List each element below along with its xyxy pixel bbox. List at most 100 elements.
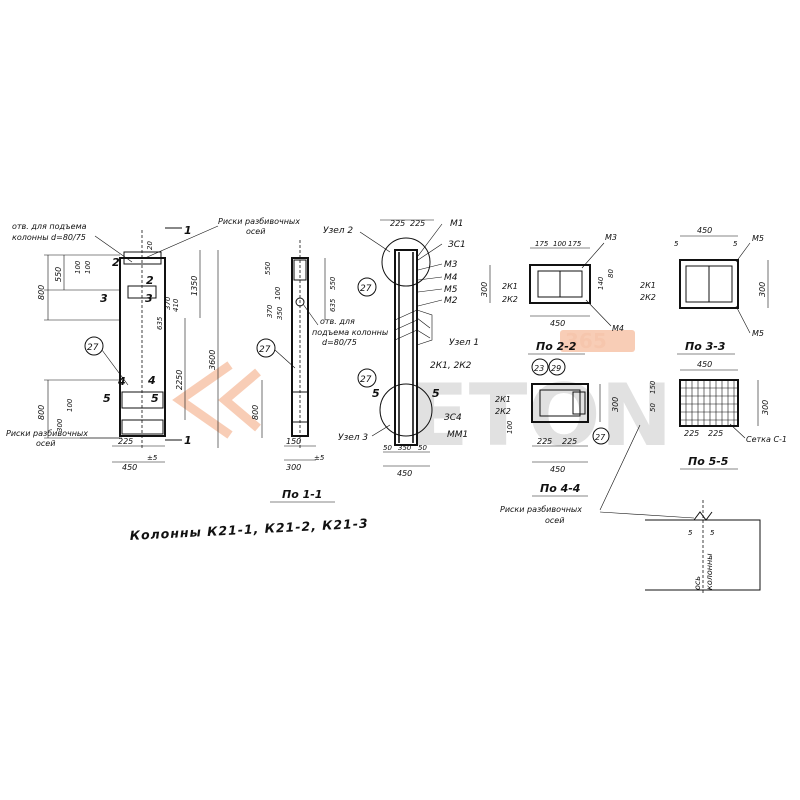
cut-label-5: 5 — [103, 392, 111, 405]
dim-450-s55: 450 — [697, 360, 712, 369]
dim-300-s22: 300 — [480, 282, 489, 297]
dim-800-bottom: 800 — [37, 405, 46, 420]
cut-5-left: 5 — [372, 387, 380, 400]
section-5-5: 450 300 150 50 225 225 Сетка С-1 По 5-5 — [649, 360, 787, 470]
mark-2k2-s44: 2К2 — [495, 407, 511, 416]
watermark-logo-inner — [218, 368, 261, 432]
dim-410: 410 — [172, 298, 180, 312]
dim-370-side: 370 — [266, 304, 274, 318]
ties — [394, 309, 418, 341]
watermark-number: 365 — [565, 329, 607, 353]
dim-225-s44: 225 — [537, 437, 552, 446]
section-5-5-outline — [679, 379, 739, 427]
dim-3600: 3600 — [208, 350, 217, 370]
lift-hole — [295, 297, 305, 307]
mark-2k2-s22: 2К2 — [502, 295, 518, 304]
mark-2k1-s33: 2К1 — [640, 281, 656, 290]
dim-5-s33: 5 — [674, 240, 679, 248]
cut-label-3r: 3 — [145, 292, 153, 305]
note-axis-marks-bottom: Риски разбивочных — [6, 429, 88, 438]
note-col-axis-2: колонны — [705, 553, 714, 590]
dim-450: 450 — [122, 463, 137, 472]
dim-350-side: 350 — [276, 306, 284, 320]
dim-800-side: 800 — [251, 405, 260, 420]
drawing-title: Колонны К21-1, К21-2, К21-3 — [129, 515, 369, 542]
dim-450-s44: 450 — [550, 465, 565, 474]
cut-label-4: 4 — [117, 375, 126, 388]
section-2-2: 300 175 100 175 450 2К1 2К2 М3 М4 140 80… — [480, 233, 624, 355]
note-mesh-c1: Сетка С-1 — [746, 435, 787, 444]
leaders-marks — [417, 223, 443, 307]
dim-50b: 50 — [418, 444, 427, 452]
dim-800-top: 800 — [37, 285, 46, 300]
mark-2k1-2k2: 2К1, 2К2 — [430, 361, 472, 371]
section-4-4-inner — [539, 389, 581, 417]
axis-mark-detail: 5 5 ось колонны Риски разбивочных осей — [500, 424, 761, 595]
cut-label-1-top: 1 — [184, 224, 192, 237]
leader — [729, 423, 746, 439]
section-4-4: 23 29 27 2К1 2К2 300 100 225 225 450 По … — [495, 358, 620, 497]
dim-100-s22: 100 — [553, 240, 567, 248]
callout-27-circle — [84, 336, 104, 356]
cut-label-4r: 4 — [147, 374, 156, 387]
cut-label-3: 3 — [100, 292, 108, 305]
rebar-column — [394, 249, 418, 446]
node-3-circle — [379, 383, 433, 437]
callout-23-circle — [531, 358, 549, 376]
note-axis-marks-top: Риски разбивочных — [218, 217, 300, 226]
callout-27-rebar-2-circle — [357, 368, 377, 388]
dim-5-side: ±5 — [314, 454, 325, 462]
dim-100c: 100 — [66, 398, 74, 412]
dim-5: ±5 — [147, 454, 158, 462]
node-2-label: Узел 2 — [323, 226, 353, 236]
base-plate — [121, 419, 164, 435]
mark-zs1: ЗС1 — [448, 240, 466, 250]
section-4-4-outline — [531, 383, 589, 423]
side-bottom — [291, 391, 309, 423]
dim-2250: 2250 — [175, 370, 184, 390]
dim-5-detail: 5 — [688, 529, 693, 537]
section-1-1-label: По 1-1 — [282, 488, 322, 501]
cut-label-5r: 5 — [151, 392, 159, 405]
callout-27-side: 27 — [259, 345, 271, 355]
node-2-circle — [381, 237, 431, 287]
callout-29: 29 — [551, 364, 561, 373]
side-view: 800 550 100 370 350 550 635 150 300 ±5 2… — [251, 240, 388, 503]
callout-27-rebar-circle — [357, 277, 377, 297]
section-5-5-label: По 5-5 — [688, 455, 729, 468]
dim-635-side: 635 — [329, 298, 337, 312]
note-lift-hole-1: отв. для подъема — [12, 222, 87, 231]
leader — [371, 424, 391, 437]
dim-450-s22: 450 — [550, 319, 565, 328]
section-3-3-label: По 3-3 — [685, 340, 726, 353]
leader — [359, 231, 391, 253]
mark-m2: М2 — [444, 296, 458, 306]
mark-m1: М1 — [450, 219, 464, 229]
leader — [101, 349, 129, 386]
dim-550-right: 550 — [329, 276, 337, 290]
note-lift-hole-2: колонны d=80/75 — [12, 233, 86, 242]
top-plate — [127, 285, 157, 299]
bottom-plate — [121, 391, 164, 409]
callout-27-rebar-2: 27 — [360, 375, 372, 385]
dim-50-s55: 50 — [649, 403, 657, 412]
mark-mm1: ММ1 — [447, 430, 468, 440]
dim-100: 100 — [74, 260, 82, 274]
cut-label-1-bottom: 1 — [184, 434, 192, 447]
embedded-plate — [572, 391, 586, 415]
note-axis-marks-bottom-2: осей — [36, 439, 55, 448]
leaders-s22 — [581, 242, 612, 327]
side-top — [293, 259, 307, 281]
callout-27-s44: 27 — [595, 433, 606, 442]
elevation-view: 800 550 100 100 800 300 100 20 1350 2250… — [6, 217, 300, 472]
leaders-detail — [599, 424, 695, 519]
dim-5b-detail: 5 — [710, 529, 715, 537]
watermark-logo-left — [172, 361, 233, 439]
reinforcement-view: 27 27 Узел 2 Узел 1 Узел 3 М1 ЗС1 М3 М4 … — [323, 219, 479, 478]
section-2-2-outline — [529, 264, 591, 304]
dim-20: 20 — [146, 241, 154, 250]
leader — [144, 225, 219, 259]
note-axis-marks-top-2: осей — [246, 227, 265, 236]
dim-225b-s55: 225 — [708, 429, 723, 438]
dim-300-s33: 300 — [758, 282, 767, 297]
